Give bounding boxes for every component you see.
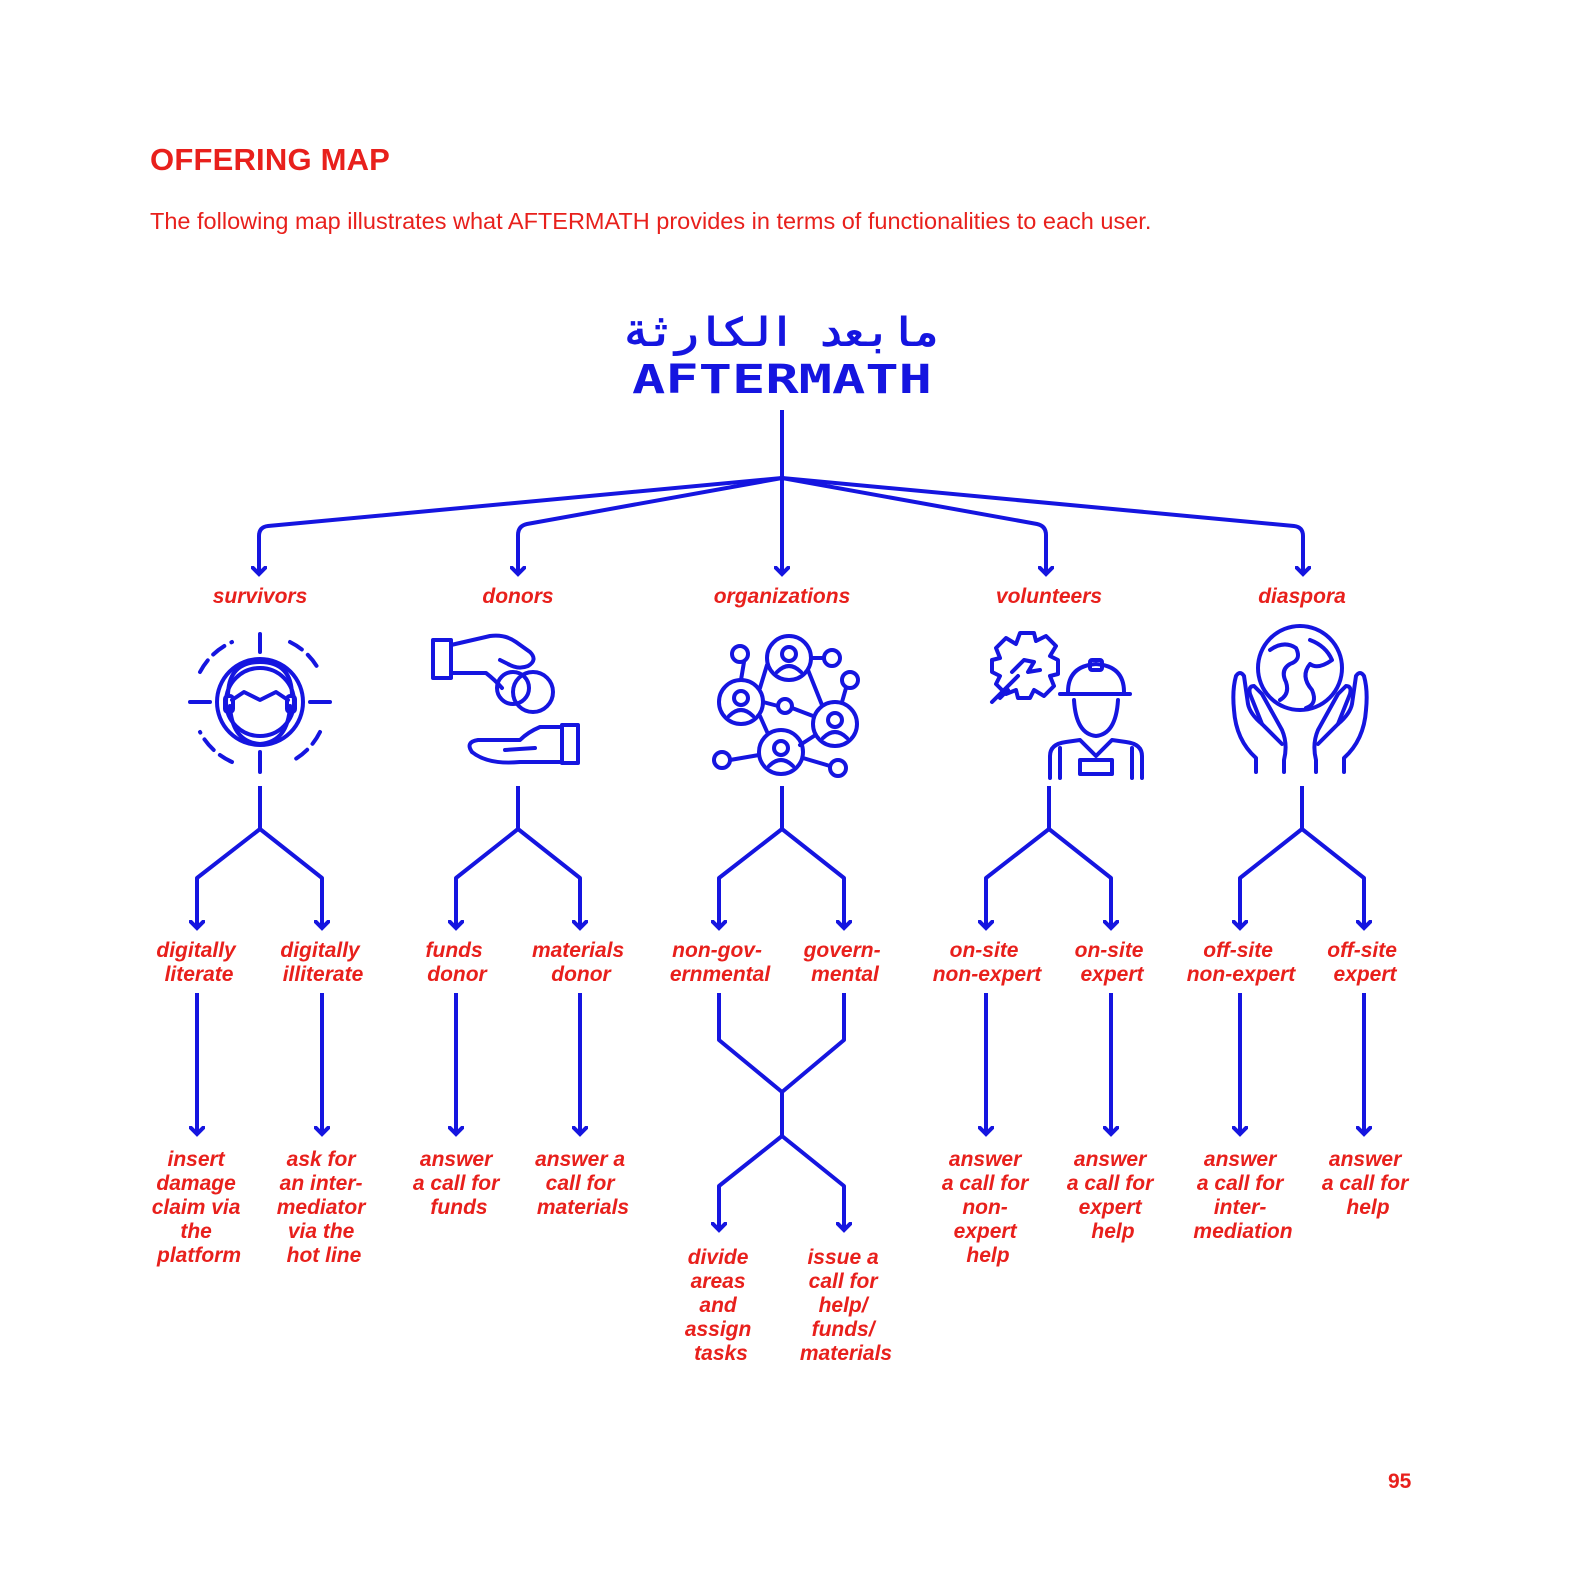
action-label: divide areas and assign tasks: [685, 1246, 757, 1365]
user-label-survivors: survivors: [213, 585, 308, 608]
action-label: answer a call for help: [1322, 1148, 1414, 1219]
action-label: ask for an inter- mediator via the hot l…: [277, 1148, 372, 1267]
page-title: OFFERING MAP: [150, 142, 391, 177]
top-tree-connectors: [259, 410, 1303, 574]
action-label: answer a call for non- expert help: [942, 1148, 1034, 1267]
action-label: answer a call for funds: [413, 1148, 505, 1219]
survivor-target-icon: [188, 632, 332, 774]
type-label: funds donor: [426, 939, 489, 986]
action-label: answer a call for inter- mediation: [1193, 1148, 1292, 1243]
aftermath-logo: مابعد الكارثة AFTERMATH: [625, 310, 938, 403]
type-label: on-site expert: [1075, 939, 1150, 986]
type-label: digitally illiterate: [280, 939, 365, 986]
type-label: govern- mental: [803, 939, 887, 986]
type-label: off-site non-expert: [1187, 939, 1297, 986]
worker-gear-icon: [990, 631, 1144, 780]
type-label: off-site expert: [1327, 939, 1402, 986]
user-type-labels: digitally literate digitally illiterate …: [156, 939, 1402, 986]
user-label-donors: donors: [482, 585, 553, 608]
network-people-icon: [712, 634, 860, 778]
type-label: materials donor: [532, 939, 630, 986]
action-label: issue a call for help/ funds/ materials: [800, 1246, 892, 1365]
page-subtitle: The following map illustrates what AFTER…: [150, 208, 1152, 234]
user-label-diaspora: diaspora: [1258, 585, 1346, 608]
logo-english-text: AFTERMATH: [632, 357, 932, 403]
action-labels: insert damage claim via the platform ask…: [152, 1148, 1414, 1365]
type-label: on-site non-expert: [933, 939, 1043, 986]
action-label: answer a call for materials: [535, 1148, 631, 1219]
type-label: non-gov- ernmental: [670, 939, 772, 986]
action-connectors: [197, 993, 1364, 1230]
type-branch-connectors: [197, 786, 1364, 928]
logo-arabic-text: مابعد الكارثة: [625, 310, 938, 356]
type-label: digitally literate: [156, 939, 241, 986]
action-label: answer a call for expert help: [1067, 1148, 1159, 1243]
action-label: insert damage claim via the platform: [152, 1148, 247, 1267]
hand-coin-icon: [431, 633, 580, 765]
user-label-organizations: organizations: [714, 585, 851, 608]
hands-globe-icon: [1231, 624, 1369, 774]
user-label-volunteers: volunteers: [996, 585, 1102, 608]
page-number: 95: [1388, 1470, 1412, 1493]
user-categories: survivors donors organizations volunteer…: [213, 585, 1346, 608]
